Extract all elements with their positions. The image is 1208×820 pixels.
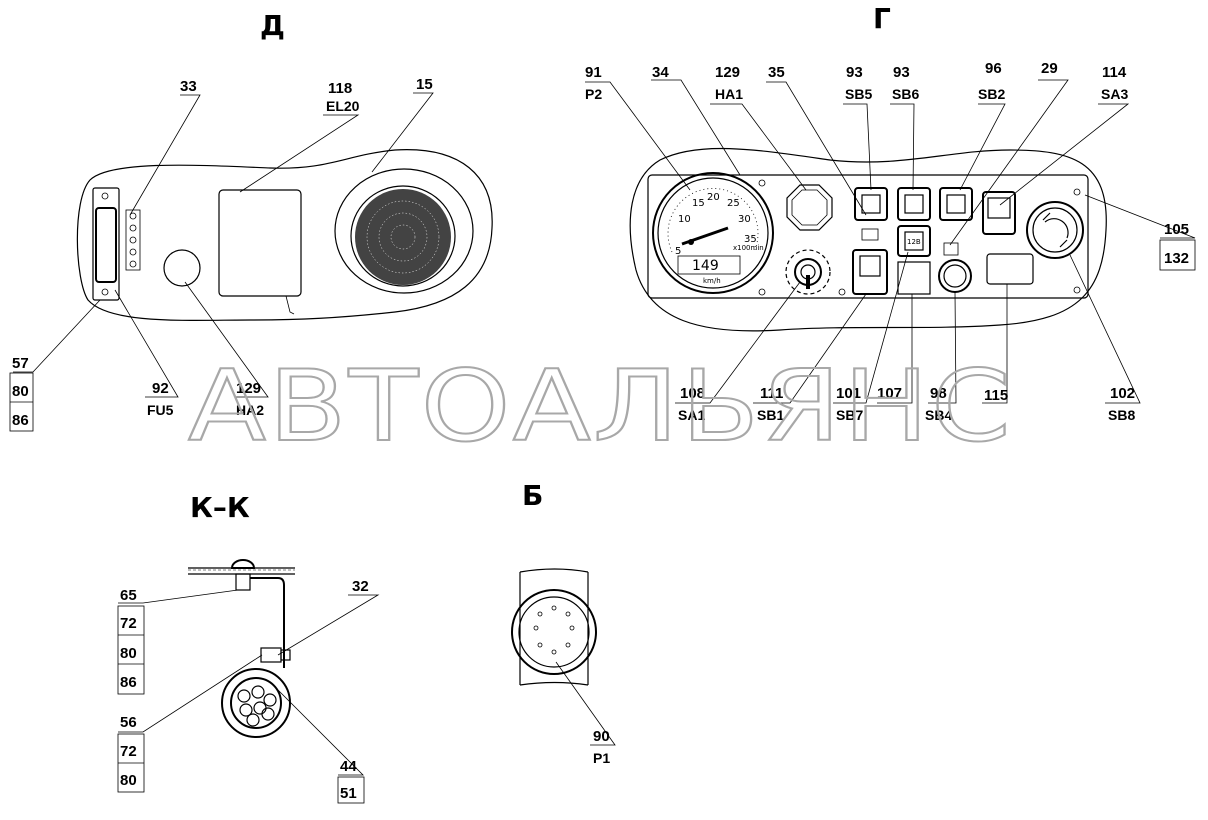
callout-107: 107 xyxy=(877,385,902,402)
callout-108: 108 xyxy=(680,385,705,402)
callout-33: 33 xyxy=(180,78,197,95)
callout-56: 56 xyxy=(120,714,137,731)
view-title-kk: К–К xyxy=(190,491,250,524)
callout-132: 132 xyxy=(1164,250,1189,267)
callout-ha1: HA1 xyxy=(715,86,743,102)
dial-tick-15: 15 xyxy=(692,198,705,209)
callout-34: 34 xyxy=(652,64,669,81)
callout-sb7: SB7 xyxy=(836,407,863,423)
leader-90 xyxy=(555,661,616,746)
callout-114: 114 xyxy=(1102,64,1127,81)
callout-129-d: 129 xyxy=(236,380,261,397)
dial-tick-5: 5 xyxy=(675,246,681,257)
dial-tick-10: 10 xyxy=(678,214,691,225)
callout-86: 86 xyxy=(12,412,29,429)
callout-p1: P1 xyxy=(593,750,610,766)
callout-86-kk: 86 xyxy=(120,674,137,691)
odometer-value: 149 xyxy=(692,258,719,274)
callout-118: 118 xyxy=(328,80,352,97)
callout-80-a: 80 xyxy=(120,645,137,662)
callout-sa3: SA3 xyxy=(1101,86,1128,102)
callout-stack-57: 57 80 86 xyxy=(9,355,34,432)
callout-51: 51 xyxy=(340,785,357,802)
callout-sb4: SB4 xyxy=(925,407,952,423)
dial-tick-20: 20 xyxy=(707,192,720,203)
callout-91: 91 xyxy=(585,64,602,81)
callout-105: 105 xyxy=(1164,221,1189,238)
callout-111: 111 xyxy=(760,385,783,402)
callout-80: 80 xyxy=(12,383,29,400)
callout-93-sb6: 93 xyxy=(893,64,910,81)
callout-80-b: 80 xyxy=(120,772,137,789)
leaders-d xyxy=(13,92,434,398)
callout-57: 57 xyxy=(12,355,29,372)
callout-stack-56: 56 72 80 xyxy=(117,714,145,793)
leaders-kk xyxy=(118,589,380,776)
callout-29: 29 xyxy=(1041,60,1058,77)
dial-tick-30: 30 xyxy=(738,214,751,225)
callout-sb6: SB6 xyxy=(892,86,919,102)
callout-72-b: 72 xyxy=(120,743,137,760)
speed-unit: km/h xyxy=(703,277,721,285)
callout-fu5: FU5 xyxy=(147,402,174,418)
callout-stack-65: 65 72 80 86 xyxy=(117,587,145,695)
callout-sb2: SB2 xyxy=(978,86,1005,102)
callout-101: 101 xyxy=(836,385,861,402)
watermark-text: АВТОАЛЬЯНС xyxy=(188,350,1013,464)
dial-tick-35: 35 xyxy=(744,234,757,245)
dial-tick-25: 25 xyxy=(727,198,740,209)
button-12b-label: 12B xyxy=(907,238,921,246)
callout-65: 65 xyxy=(120,587,137,604)
callout-92: 92 xyxy=(152,380,169,397)
callout-93-sb5: 93 xyxy=(846,64,863,81)
callout-32: 32 xyxy=(352,578,369,595)
panel-g: 5 10 15 20 25 30 35 x100min 149 km/h xyxy=(629,147,1107,332)
callout-sa1: SA1 xyxy=(678,407,705,423)
callout-stack-105: 105 132 xyxy=(1159,221,1196,271)
view-b xyxy=(511,568,597,686)
callout-15: 15 xyxy=(416,76,433,93)
callout-44: 44 xyxy=(340,758,357,775)
callout-72-a: 72 xyxy=(120,615,137,632)
callout-98: 98 xyxy=(930,385,947,402)
callout-el20: EL20 xyxy=(326,98,360,114)
callout-90: 90 xyxy=(593,728,610,745)
callout-102: 102 xyxy=(1110,385,1135,402)
callout-stack-44: 44 51 xyxy=(337,758,365,804)
callout-ha2: HA2 xyxy=(236,402,264,418)
view-title-b: Б xyxy=(522,479,543,512)
callout-96: 96 xyxy=(985,60,1002,77)
panel-d xyxy=(76,149,493,322)
section-kk xyxy=(188,559,295,738)
callout-129-g: 129 xyxy=(715,64,740,81)
view-title-d: Д xyxy=(260,9,285,42)
callout-p2: P2 xyxy=(585,86,602,102)
view-title-g: Г xyxy=(873,2,891,35)
leaders-g xyxy=(585,79,1196,404)
callout-sb1: SB1 xyxy=(757,407,784,423)
dial-unit: x100min xyxy=(733,244,764,252)
callout-115: 115 xyxy=(984,387,1008,404)
callout-35: 35 xyxy=(768,64,785,81)
callout-sb5: SB5 xyxy=(845,86,872,102)
callout-sb8: SB8 xyxy=(1108,407,1135,423)
speedometer-dial: 5 10 15 20 25 30 35 x100min 149 km/h xyxy=(652,172,774,294)
